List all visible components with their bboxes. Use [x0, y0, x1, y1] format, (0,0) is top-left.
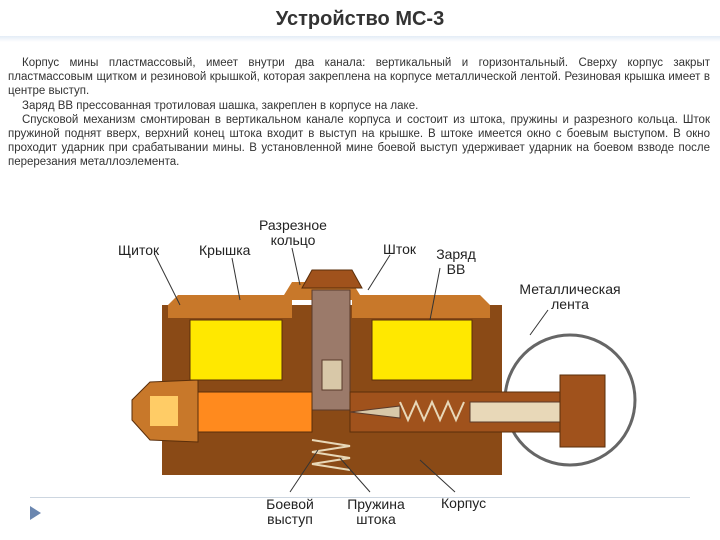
- label-rod: Шток: [383, 242, 416, 257]
- label-body: Корпус: [441, 496, 486, 511]
- end-cap: [560, 375, 605, 447]
- label-cover: Крышка: [199, 243, 250, 258]
- label-metal-band: Металлическая лента: [510, 282, 630, 312]
- leader-cover: [232, 258, 240, 300]
- rod-window: [322, 360, 342, 390]
- next-slide-arrow-icon[interactable]: [30, 506, 41, 520]
- explosive-charge-right: [372, 320, 472, 380]
- rubber-cover-cap: [302, 270, 362, 288]
- striker-body: [470, 402, 560, 422]
- leader-metal-band: [530, 310, 548, 335]
- detonator: [198, 392, 312, 432]
- label-charge: Заряд ВВ: [432, 247, 480, 277]
- label-split-ring: Разрезное кольцо: [252, 218, 334, 248]
- leader-shield: [155, 255, 180, 305]
- leader-split-ring: [292, 248, 300, 285]
- bottom-divider: [30, 497, 690, 498]
- label-shield: Щиток: [118, 243, 159, 258]
- leader-rod: [368, 255, 390, 290]
- explosive-charge-left: [190, 320, 282, 380]
- vertical-rod: [312, 290, 350, 410]
- label-rod-spring: Пружина штока: [340, 497, 412, 527]
- label-combat-ledge: Боевой выступ: [255, 497, 325, 527]
- nozzle-tip: [150, 396, 178, 426]
